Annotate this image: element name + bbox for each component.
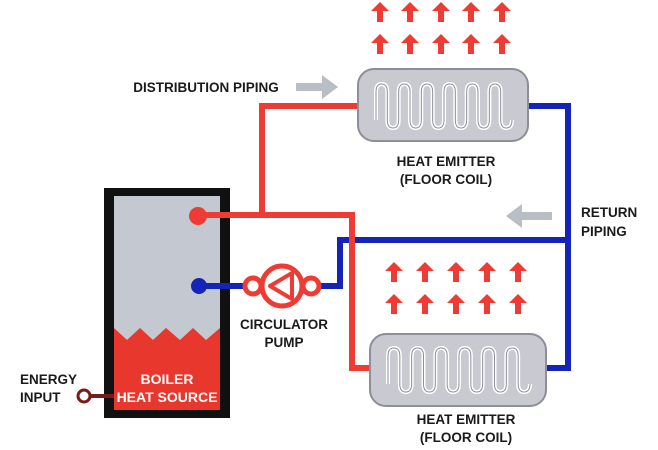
heat-emitter-top	[357, 68, 529, 142]
up-arrow-icon	[416, 262, 434, 282]
up-arrow-icon	[432, 2, 450, 22]
boiler: BOILER HEAT SOURCE	[104, 188, 230, 418]
pump-label-line1: CIRCULATOR	[240, 317, 328, 332]
coil-bottom-outline	[387, 347, 531, 393]
up-arrow-icon	[401, 34, 419, 54]
pump-icon	[242, 263, 322, 309]
up-arrow-icon	[478, 262, 496, 282]
right-arrow-icon	[296, 75, 338, 99]
flame-icon	[114, 328, 220, 410]
supply-pipe-bottom-emitter	[262, 212, 375, 371]
emitter-bottom-label-line1: HEAT EMITTER	[417, 412, 516, 427]
up-arrow-icon	[493, 2, 511, 22]
up-arrow-icon	[416, 294, 434, 314]
up-arrow-icon	[385, 294, 403, 314]
return-piping-label-line2: PIPING	[581, 224, 627, 239]
boiler-supply-port	[189, 207, 207, 225]
energy-input-port	[76, 388, 92, 404]
return-piping-label-line1: RETURN	[581, 205, 637, 220]
up-arrow-icon	[371, 34, 389, 54]
boiler-return-port	[191, 278, 207, 294]
up-arrow-icon	[401, 2, 419, 22]
up-arrow-icon	[462, 2, 480, 22]
emitter-bottom-label-line2: (FLOOR COIL)	[420, 430, 512, 445]
supply-pipe-top-emitter	[259, 103, 360, 215]
up-arrow-icon	[509, 294, 527, 314]
emitter-top-label-line1: HEAT EMITTER	[397, 154, 496, 169]
up-arrow-icon	[462, 34, 480, 54]
up-arrow-icon	[509, 262, 527, 282]
boiler-label-line2: HEAT SOURCE	[117, 389, 218, 405]
energy-input-label-line1: ENERGY	[20, 372, 77, 387]
up-arrow-icon	[385, 262, 403, 282]
boiler-label-line1: BOILER	[141, 371, 194, 387]
coil-top-outline	[375, 83, 513, 129]
up-arrow-icon	[478, 294, 496, 314]
left-arrow-icon	[506, 204, 552, 228]
up-arrow-icon	[493, 34, 511, 54]
up-arrow-icon	[432, 34, 450, 54]
supply-piping	[196, 103, 375, 371]
return-header	[318, 237, 568, 289]
heat-arrows-top	[371, 2, 511, 54]
emitter-top-label-line2: (FLOOR COIL)	[400, 172, 492, 187]
return-pipe-top-emitter	[522, 103, 571, 240]
up-arrow-icon	[447, 262, 465, 282]
up-arrow-icon	[447, 294, 465, 314]
energy-input	[76, 388, 114, 404]
up-arrow-icon	[371, 2, 389, 22]
pump-label-line2: PUMP	[264, 335, 303, 350]
distribution-piping-label: DISTRIBUTION PIPING	[133, 80, 279, 95]
heat-arrows-bottom	[385, 262, 527, 314]
heat-emitter-bottom	[369, 333, 547, 407]
energy-input-label-line2: INPUT	[20, 390, 61, 405]
